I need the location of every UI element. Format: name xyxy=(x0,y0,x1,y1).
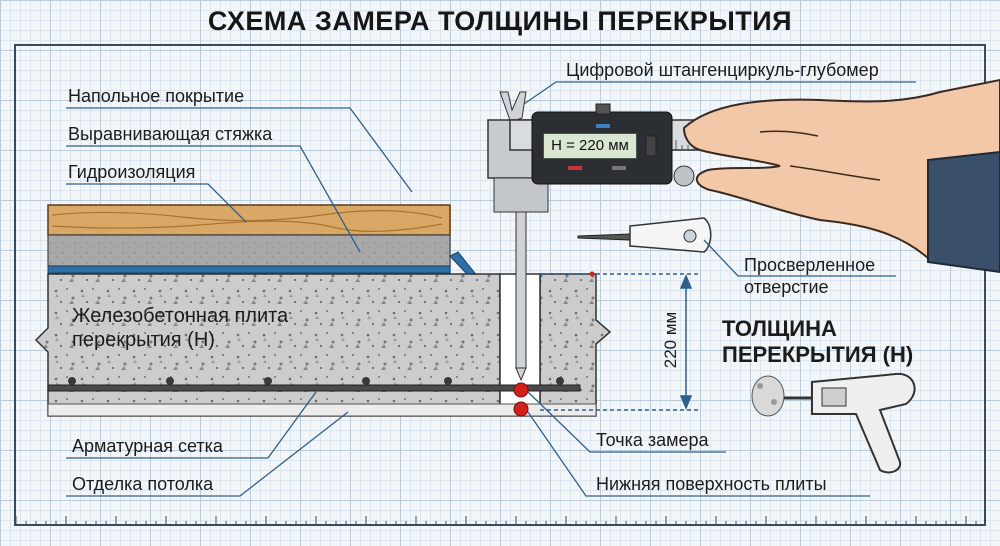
rebar-bar xyxy=(47,384,581,392)
label-measure-point: Точка замера xyxy=(596,430,709,450)
label-drilled-hole: Просверленное отверстие xyxy=(744,255,876,297)
measure-markers xyxy=(513,382,529,417)
label-thickness: ТОЛЩИНА ПЕРЕКРЫТИЯ (Н) xyxy=(722,316,914,367)
power-drill-icon xyxy=(751,372,916,474)
label-rebar-mesh: Арматурная сетка xyxy=(72,436,223,456)
wood-layer xyxy=(47,204,451,236)
bottom-ruler xyxy=(15,516,977,526)
dimension-line xyxy=(540,271,700,411)
drill-bit-icon xyxy=(577,217,712,253)
label-caliper: Цифровой штангенциркуль-глубомер xyxy=(566,60,879,80)
caliper-display: H = 220 мм xyxy=(543,133,637,159)
waterproofing-layer xyxy=(47,265,451,274)
grid-frame xyxy=(14,44,986,526)
label-waterproofing: Гидроизоляция xyxy=(68,162,196,182)
dimension-value: 220 мм xyxy=(658,290,684,390)
page-title: СХЕМА ЗАМЕРА ТОЛЩИНЫ ПЕРЕКРЫТИЯ xyxy=(207,6,793,36)
label-bottom-surface: Нижняя поверхность плиты xyxy=(596,474,827,494)
label-slab: Железобетонная плита перекрытия (Н) xyxy=(72,305,289,351)
screed-layer xyxy=(47,234,451,267)
hand-icon xyxy=(682,78,1000,274)
label-ceiling-finish: Отделка потолка xyxy=(72,474,214,494)
leader-lines xyxy=(66,81,916,497)
label-floor-covering: Напольное покрытие xyxy=(68,86,245,106)
dimension-text: 220 мм xyxy=(661,311,680,369)
label-screed: Выравнивающая стяжка xyxy=(68,124,273,144)
floor-layers xyxy=(47,204,483,287)
